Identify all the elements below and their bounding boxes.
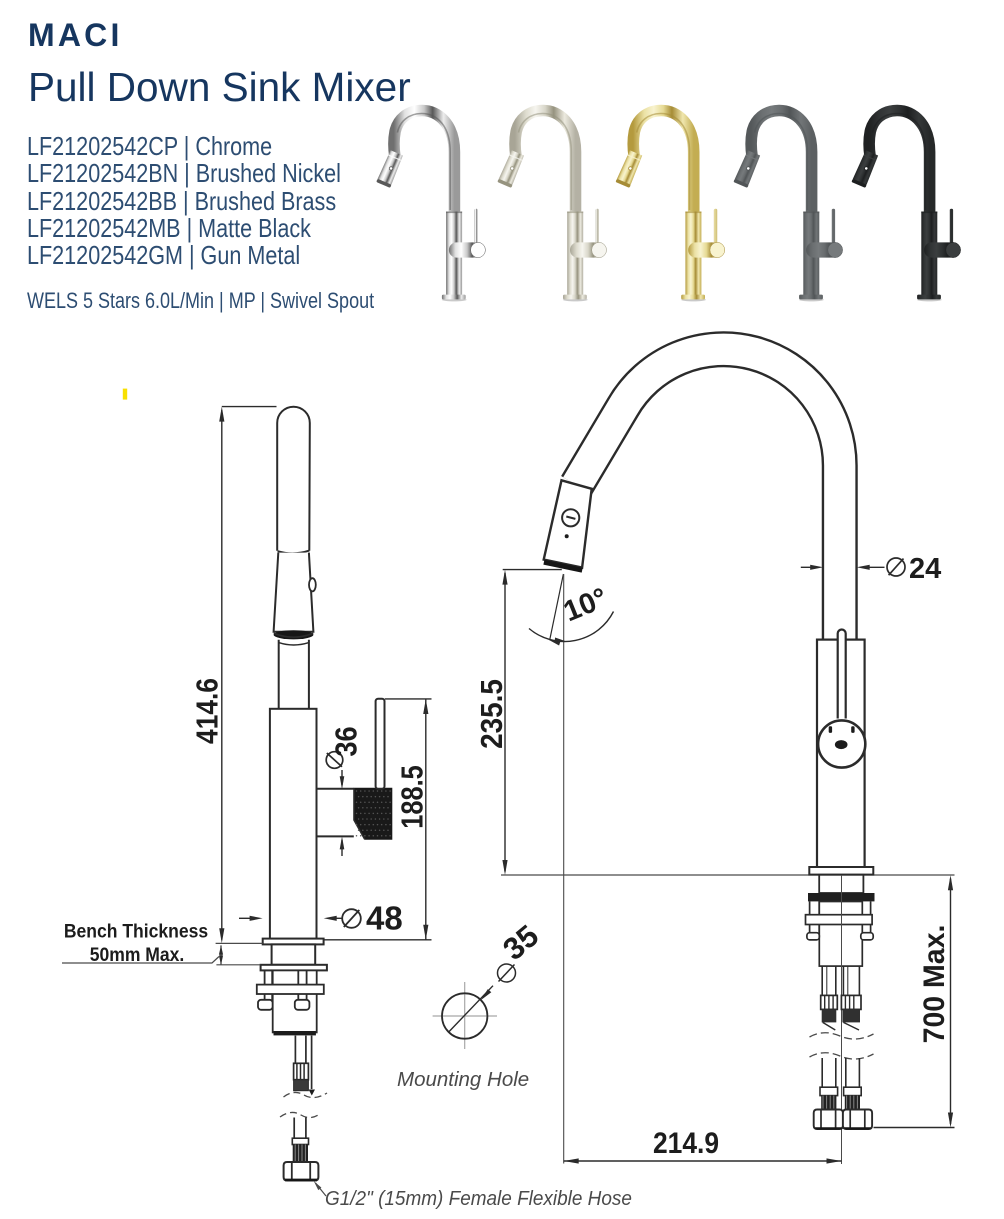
svg-text:36: 36: [330, 726, 364, 756]
svg-text:414.6: 414.6: [191, 678, 225, 744]
svg-text:50mm Max.: 50mm Max.: [90, 943, 185, 965]
svg-text:48: 48: [366, 900, 403, 937]
svg-text:700 Max.: 700 Max.: [918, 925, 951, 1044]
svg-text:235.5: 235.5: [475, 679, 510, 749]
svg-text:G1/2" (15mm) Female Flexible H: G1/2" (15mm) Female Flexible Hose: [325, 1187, 632, 1210]
svg-text:10°: 10°: [559, 582, 612, 628]
svg-text:24: 24: [909, 553, 941, 585]
svg-text:214.9: 214.9: [653, 1125, 719, 1159]
svg-text:188.5: 188.5: [395, 765, 430, 829]
svg-text:35: 35: [496, 918, 545, 967]
svg-text:Mounting Hole: Mounting Hole: [397, 1068, 529, 1091]
svg-text:Bench Thickness: Bench Thickness: [64, 920, 208, 942]
